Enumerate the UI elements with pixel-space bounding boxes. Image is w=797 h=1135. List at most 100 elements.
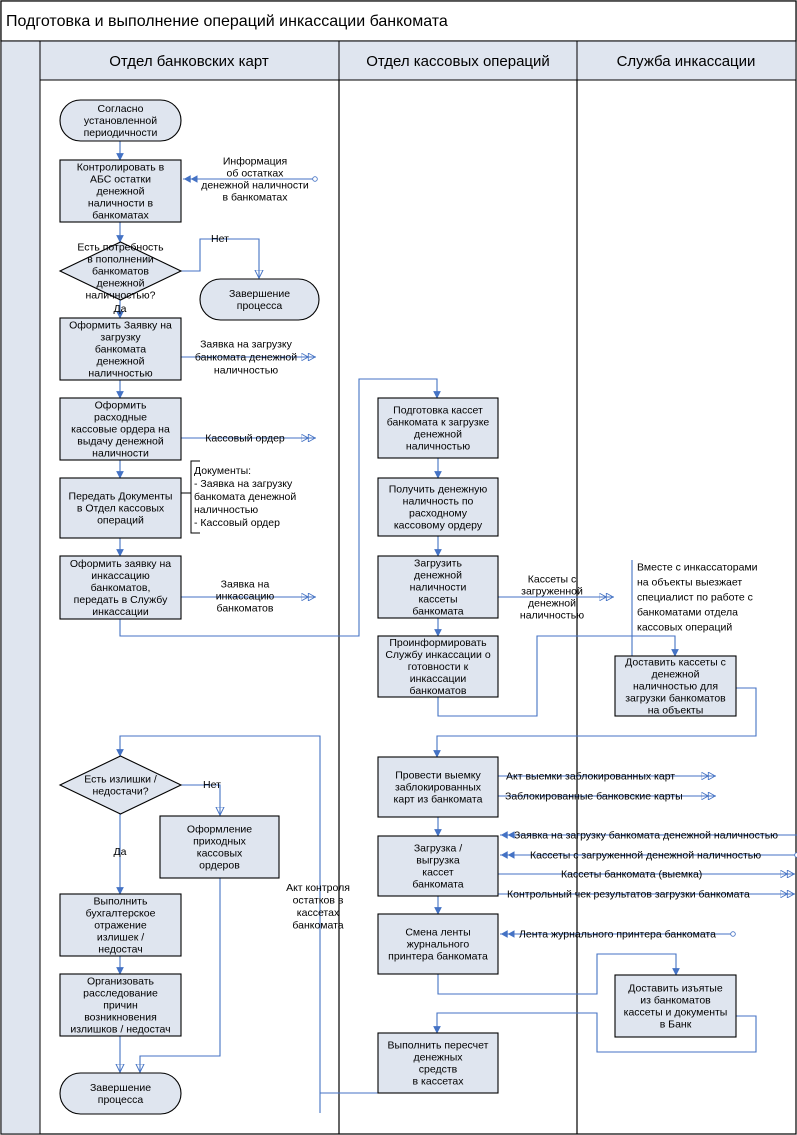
task-receive-cash-text-line: кассовому ордеру <box>394 520 483 532</box>
task-cash-orders-text-line: наличности <box>92 448 149 460</box>
decision-replenish-text-line: в пополнении <box>87 254 154 266</box>
branch-label-da2: Да <box>114 846 127 858</box>
task-deliver-cassettes-text-line: на объекты <box>648 705 704 717</box>
task-deliver-back-text-line: Доставить изъятые <box>628 983 723 995</box>
branch-label-net2: Нет <box>203 779 221 791</box>
connector <box>437 953 680 995</box>
branch-label-da1: Да <box>114 303 127 315</box>
control-act-label-line: кассетах <box>297 907 340 919</box>
task-recount-text-line: денежных <box>413 1052 463 1064</box>
task-create-request-text-line: банкомата <box>95 344 146 356</box>
task-card-removal-text-line: Провести выемку <box>395 770 481 782</box>
task-receipt-orders-text-line: Оформление <box>187 824 252 836</box>
incoming-cassettes-label-line: Кассеты с загруженной денежной наличност… <box>530 850 761 862</box>
connectors <box>120 141 797 1113</box>
connector <box>181 238 259 279</box>
loaded-cassettes-label-line: денежной <box>528 598 576 610</box>
task-create-request-text-line: загрузку <box>100 332 141 344</box>
task-control-balances-text-line: денежной <box>96 186 144 198</box>
end-event-2-text-line: Завершение <box>90 1082 151 1094</box>
task-deliver-cassettes-text-line: денежной <box>651 669 699 681</box>
task-receive-cash-text-line: Получить денежную <box>389 484 488 496</box>
incoming-request-label: Заявка на загрузку банкомата денежной на… <box>514 830 778 842</box>
incoming-cassettes-label: Кассеты с загруженной денежной наличност… <box>530 850 761 862</box>
connector <box>433 687 757 758</box>
task-deliver-cassettes-text-line: наличностью для <box>633 681 718 693</box>
task-cash-orders-text-line: Оформить <box>95 400 147 412</box>
note-specialist-line: специалист по работе с <box>637 592 753 604</box>
task-load-unload-text-line: выгрузка <box>416 855 460 867</box>
task-deliver-cassettes-text-line: Доставить кассеты с <box>625 657 726 669</box>
task-recount-text-line: средств <box>419 1064 458 1076</box>
task-create-request: Оформить Заявку назагрузкубанкоматаденеж… <box>59 317 182 381</box>
connector <box>433 1012 757 1053</box>
task-collection-request-text-line: Оформить заявку на <box>70 558 171 570</box>
task-cash-orders-text-line: выдачу денежной <box>77 436 164 448</box>
task-investigation: Организоватьрасследованиепричинвозникнов… <box>59 973 182 1037</box>
loaded-cassettes-label-line: загруженной <box>521 586 583 598</box>
task-cash-orders-text-line: расходные <box>94 412 147 424</box>
task-investigation-text-line: излишков / недостач <box>70 1024 170 1036</box>
task-deliver-back-text-line: кассеты и документы <box>624 1007 728 1019</box>
end-event-2-text-line: процесса <box>98 1094 144 1106</box>
decision-replenish-text-line: банкоматов <box>92 266 149 278</box>
request-doc-label-line: наличностью <box>214 365 278 377</box>
documents-line: наличностью <box>194 504 258 516</box>
task-load-cassettes: Загрузитьденежнойналичностикассетыбанком… <box>377 555 499 619</box>
task-control-balances-text-line: АБС остатки <box>90 174 151 186</box>
outgoing-cassettes-label: Кассеты банкомата (выемка) <box>561 869 702 881</box>
task-receipt-orders-text-line: кассовых <box>197 848 243 860</box>
loaded-cassettes-label-line: Кассеты с <box>528 574 576 586</box>
task-change-tape-text-line: журнального <box>407 939 470 951</box>
decision-surplus-text-line: Есть излишки / <box>84 774 157 786</box>
task-control-balances-text-line: Контролировать в <box>77 162 165 174</box>
task-load-cassettes-text-line: денежной <box>414 570 462 582</box>
task-deliver-cassettes-text-line: загрузки банкоматов <box>625 693 726 705</box>
info-input-label-line: в банкоматах <box>222 192 288 204</box>
connector <box>437 635 679 717</box>
control-act-label-line: остатков в <box>293 894 344 906</box>
documents-line: Документы: <box>194 465 251 477</box>
start-event-text-line: Согласно <box>98 103 144 115</box>
task-receipt-orders-text-line: приходных <box>193 836 247 848</box>
collection-request-label-line: инкассацию <box>216 591 275 603</box>
task-create-request-text-line: наличностью <box>88 368 152 380</box>
cash-order-label-line: Кассовый ордер <box>205 433 285 445</box>
documents-list: Документы:- Заявка на загрузкубанкомата … <box>181 460 296 534</box>
printer-tape-label-line: Лента журнального принтера банкомата <box>519 929 716 941</box>
task-pass-documents-text-line: в Отдел кассовых <box>77 503 165 515</box>
note-specialist-line: на объекты выезжает <box>637 577 742 589</box>
note-specialist-line: банкоматами отдела <box>637 607 738 619</box>
task-inform-service-text-line: Службу инкассации о <box>385 649 490 661</box>
task-pass-documents-text-line: Передать Документы <box>69 491 173 503</box>
connector <box>119 378 441 637</box>
end-event-1-text-line: Завершение <box>229 288 290 300</box>
task-investigation-text-line: причин <box>103 1000 138 1012</box>
task-deliver-back-text-line: в Банк <box>660 1019 692 1031</box>
task-inform-service-text-line: банкоматов <box>410 685 467 697</box>
task-pass-documents-text-line: операций <box>97 515 144 527</box>
request-doc-label-line: Заявка на загрузку <box>200 339 293 351</box>
task-control-balances-text-line: наличности в <box>88 198 154 210</box>
decision-replenish-text-line: Есть потребность <box>77 242 164 254</box>
task-inform-service-text-line: Проинформировать <box>389 637 487 649</box>
task-load-cassettes-text-line: Загрузить <box>414 558 462 570</box>
task-investigation-text-line: расследование <box>83 988 158 1000</box>
blocked-cards-label-line: Заблокированные банковские карты <box>505 791 683 803</box>
task-inform-service-text-line: инкассации <box>410 673 467 685</box>
task-recount-text-line: Выполнить пересчет <box>388 1040 489 1052</box>
decision-replenish-text-line: наличностью? <box>86 290 156 302</box>
control-check-label: Контрольный чек результатов загрузки бан… <box>507 889 750 901</box>
task-load-unload-text-line: банкомата <box>412 879 463 891</box>
